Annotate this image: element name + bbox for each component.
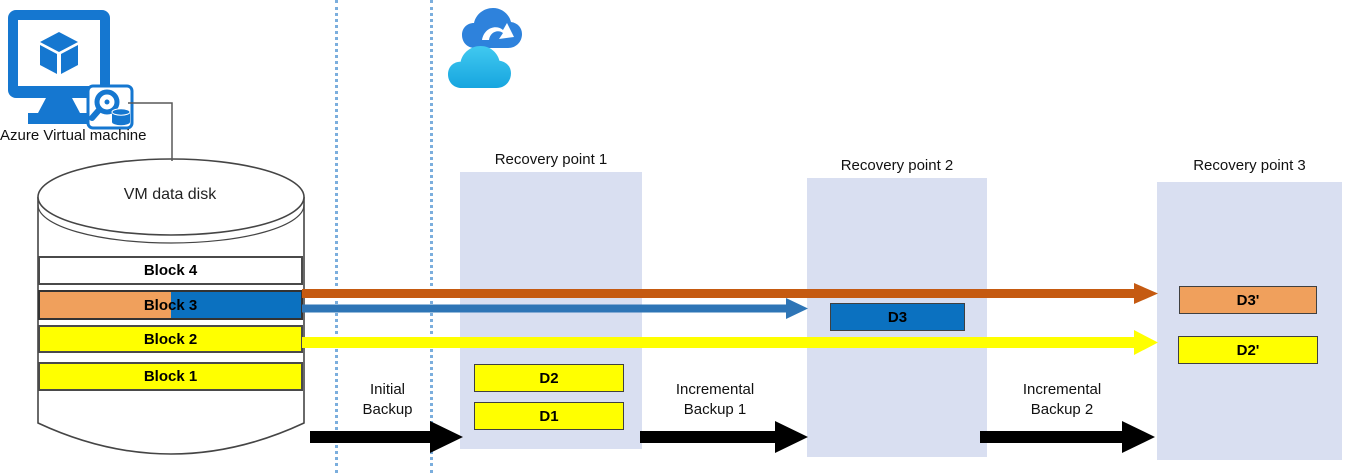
block3-split-fill (40, 292, 301, 318)
backup-label-line: Incremental (1022, 381, 1102, 398)
block3-orange-half (40, 292, 171, 318)
incremental-backup-1-label: Incremental Backup 1 (655, 380, 775, 420)
backup-label-line: Backup 1 (683, 401, 747, 418)
disk-block-label: Block 3 (143, 296, 198, 314)
recovery-point-3-title: Recovery point 3 (1193, 157, 1306, 174)
disk-block-label: Block 2 (143, 330, 198, 348)
recovery-item-D1: D1 (474, 402, 624, 430)
disk-block-2: Block 2 (38, 325, 303, 353)
dotted-divider-right (430, 0, 433, 473)
backup-label-line: Backup 2 (1030, 401, 1094, 418)
recovery-point-2-title: Recovery point 2 (840, 157, 954, 174)
recovery-item-D2: D2 (474, 364, 624, 392)
incremental-backup-1-arrow (640, 421, 808, 453)
disk-block-label: Block 1 (143, 368, 198, 385)
sync-arrow-icon (482, 23, 514, 40)
recovery-point-3-box (1157, 182, 1342, 460)
recovery-item-D2-prime: D2' (1178, 336, 1318, 364)
disk-block-3: Block 3 (38, 290, 303, 320)
vm-label: Azure Virtual machine (0, 127, 147, 144)
azure-virtual-machine-icon (8, 10, 134, 130)
disk-title: VM data disk (123, 186, 217, 203)
cube-icon (40, 32, 78, 74)
initial-backup-arrow (310, 421, 463, 453)
backup-label-line: Backup (362, 401, 413, 418)
incremental-backup-2-label: Incremental Backup 2 (1002, 380, 1122, 420)
dotted-divider-left (335, 0, 338, 473)
backup-label-line: Initial (369, 381, 406, 398)
disk-block-1: Block 1 (38, 362, 303, 391)
incremental-backup-2-arrow (980, 421, 1155, 453)
disk-block-4: Block 4 (38, 256, 303, 285)
initial-backup-label: Initial Backup (340, 380, 435, 420)
cloud-sync-icon (448, 8, 522, 88)
disk-inspect-badge-icon (86, 84, 134, 130)
recovery-point-1-title: Recovery point 1 (494, 151, 608, 168)
recovery-item-D3: D3 (830, 303, 965, 331)
backup-label-line: Incremental (675, 381, 755, 398)
disk-block-label: Block 4 (143, 262, 198, 279)
recovery-item-D3-prime: D3' (1179, 286, 1317, 314)
block3-blue-half (170, 292, 301, 318)
